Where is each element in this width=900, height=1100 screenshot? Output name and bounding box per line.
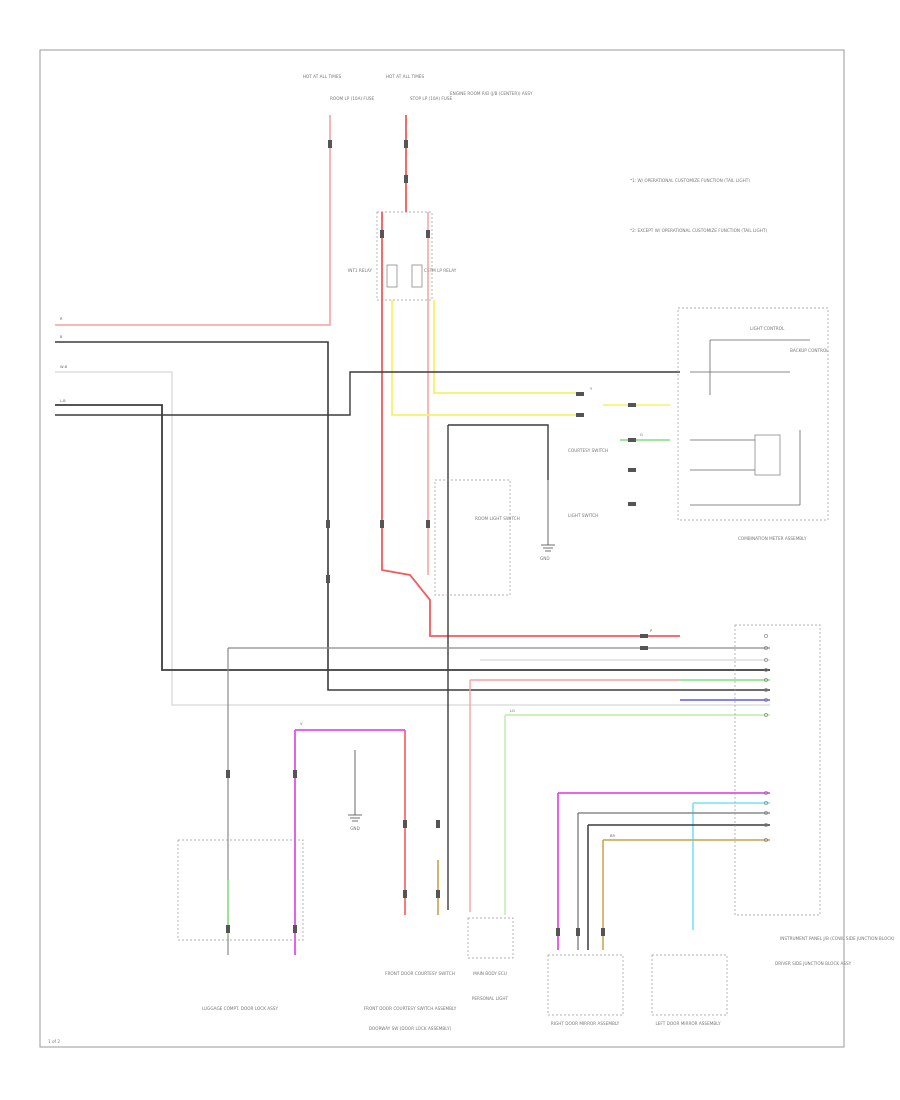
relay-right-label: CSTM LP RELAY — [424, 268, 457, 273]
bottom-label-4: PERSONAL LIGHT — [472, 996, 509, 1001]
connector-markers — [226, 140, 648, 936]
wire-black-left-4 — [55, 371, 680, 416]
meter-inner-1-label: LIGHT CONTROL — [750, 326, 785, 331]
relay-left-contact — [386, 264, 398, 288]
courtesy-switch-label: COURTESY SWITCH — [568, 448, 608, 453]
top-left-hot-label: HOT AT ALL TIMES — [303, 74, 342, 79]
wire-code-3: W-B — [60, 365, 68, 369]
main-body-ecu-box — [467, 917, 514, 959]
wire-black-mid — [448, 424, 549, 480]
wire-yellow-2 — [433, 300, 580, 394]
wire-code-2: B — [60, 335, 63, 339]
wire-code-8: LG — [510, 709, 515, 713]
top-right-fuse-label: STOP LP (10A) FUSE — [410, 96, 452, 101]
right-connector-box — [734, 624, 821, 916]
wire-yellow-1 — [391, 300, 580, 416]
center-switch-box — [434, 479, 511, 596]
wire-red-left-power — [55, 115, 331, 326]
bottom-label-3: DOORWAY SW (DOOR LOCK ASSEMBLY) — [369, 1026, 452, 1031]
meter-inner-2-label: BACKUP CONTROL — [790, 348, 829, 353]
top-right-hot-label: HOT AT ALL TIMES — [386, 74, 425, 79]
front-door-switch-label: FRONT DOOR COURTESY SWITCH — [385, 971, 455, 976]
bottom-label-1: LUGGAGE COMPT. DOOR LOCK ASSY — [202, 1006, 278, 1011]
legend-item-1: *1: W/ OPERATIONAL CUSTOMIZE FUNCTION (T… — [630, 178, 750, 183]
wire-code-6: G — [640, 433, 643, 437]
wire-code-10: BR — [610, 834, 615, 838]
wire-black-left-3 — [55, 404, 770, 671]
meter-ic-box — [754, 434, 781, 476]
combination-meter-box — [677, 307, 829, 521]
ground-1-label: GND — [540, 556, 550, 561]
legend-item-2: *2: EXCEPT W/ OPERATIONAL CUSTOMIZE FUNC… — [630, 228, 767, 233]
page-number: 1 of 2 — [48, 1039, 60, 1044]
wire-code-1: R — [60, 317, 63, 321]
light-switch-label: LIGHT SWITCH — [568, 513, 598, 518]
right-connector-label: INSTRUMENT PANEL J/B (COWL SIDE JUNCTION… — [780, 936, 895, 941]
wire-code-5: Y — [590, 387, 593, 391]
wire-gray-right-1 — [577, 812, 770, 950]
relay-left-label: INT1 RELAY — [348, 268, 372, 273]
relay-right-contact — [411, 264, 423, 288]
right-mirror-box — [547, 954, 624, 1016]
main-body-ecu-label: MAIN BODY ECU — [473, 971, 507, 976]
ground-2-label: GND — [350, 826, 360, 831]
bottom-label-5: RIGHT DOOR MIRROR ASSEMBLY — [551, 1021, 620, 1026]
wire-tan-right — [602, 839, 770, 950]
wire-red-relay-left — [381, 212, 680, 637]
wire-black-right-2 — [587, 824, 770, 950]
bottom-label-2: FRONT DOOR COURTESY SWITCH ASSEMBLY — [364, 1006, 457, 1011]
bottom-label-6: LEFT DOOR MIRROR ASSEMBLY — [655, 1021, 721, 1026]
ground-1-symbol — [541, 480, 555, 552]
wire-cyan — [692, 802, 770, 930]
bottom-label-7: DRIVER SIDE JUNCTION BLOCK ASSY — [775, 961, 852, 966]
top-left-fuse-label: ROOM LP (10A) FUSE — [330, 96, 375, 101]
luggage-lock-box — [177, 839, 304, 941]
wire-black-left-1 — [55, 341, 770, 691]
wire-gray-left-2 — [55, 371, 770, 706]
wire-code-4: L-B — [60, 399, 66, 403]
right-connector-pins — [764, 634, 768, 842]
wire-code-9: P — [650, 629, 653, 633]
ground-2-symbol — [348, 750, 362, 822]
meter-internal-wire — [690, 339, 810, 506]
left-mirror-box — [651, 954, 728, 1016]
top-right-note: ENGINE ROOM R/B (J/B (CENTER)) ASSY — [450, 91, 533, 96]
center-switch-label: ROOM LIGHT SWITCH — [475, 516, 520, 521]
relay-block-box — [376, 211, 433, 301]
diagram-frame — [39, 49, 845, 1048]
wire-code-7: V — [300, 722, 303, 726]
combination-meter-label: COMBINATION METER ASSEMBLY — [738, 536, 807, 541]
